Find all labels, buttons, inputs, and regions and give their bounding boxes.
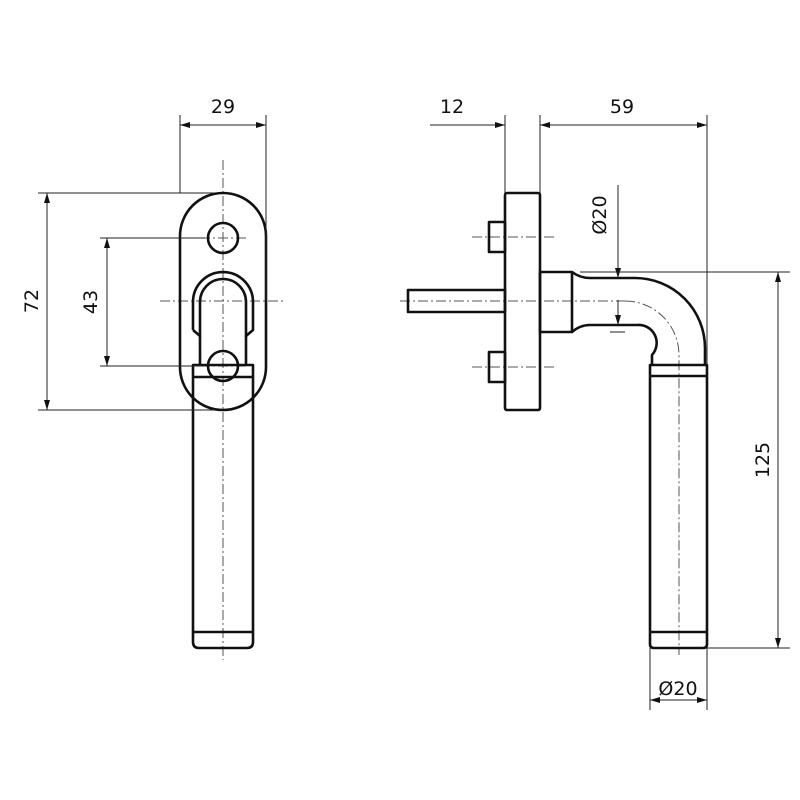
dim-width-label: 29 (211, 96, 235, 118)
dim-grip-diameter-label: Ø20 (658, 678, 697, 700)
dim-hole-spacing-label: 43 (80, 290, 102, 314)
dim-projection-label: 59 (610, 96, 634, 118)
neck-sides (198, 336, 248, 365)
dim-handle-length-label: 125 (752, 442, 774, 478)
handle-center-line (624, 300, 680, 655)
handle-bend (571, 270, 707, 365)
handle-grip (648, 363, 709, 650)
bottom-bolt (487, 350, 507, 384)
side-view: 12 59 Ø20 125 Ø20 (400, 96, 790, 710)
dim-height-label: 72 (21, 289, 43, 313)
collar (538, 270, 574, 334)
dim-neck-diameter-label: Ø20 (589, 195, 611, 234)
front-view: 29 72 43 (21, 96, 286, 660)
top-bolt (487, 220, 507, 254)
top-screw-hole (206, 221, 240, 255)
rosette-outline (178, 191, 268, 412)
handle-grip (191, 363, 255, 650)
dim-plate-thickness-label: 12 (440, 96, 464, 118)
